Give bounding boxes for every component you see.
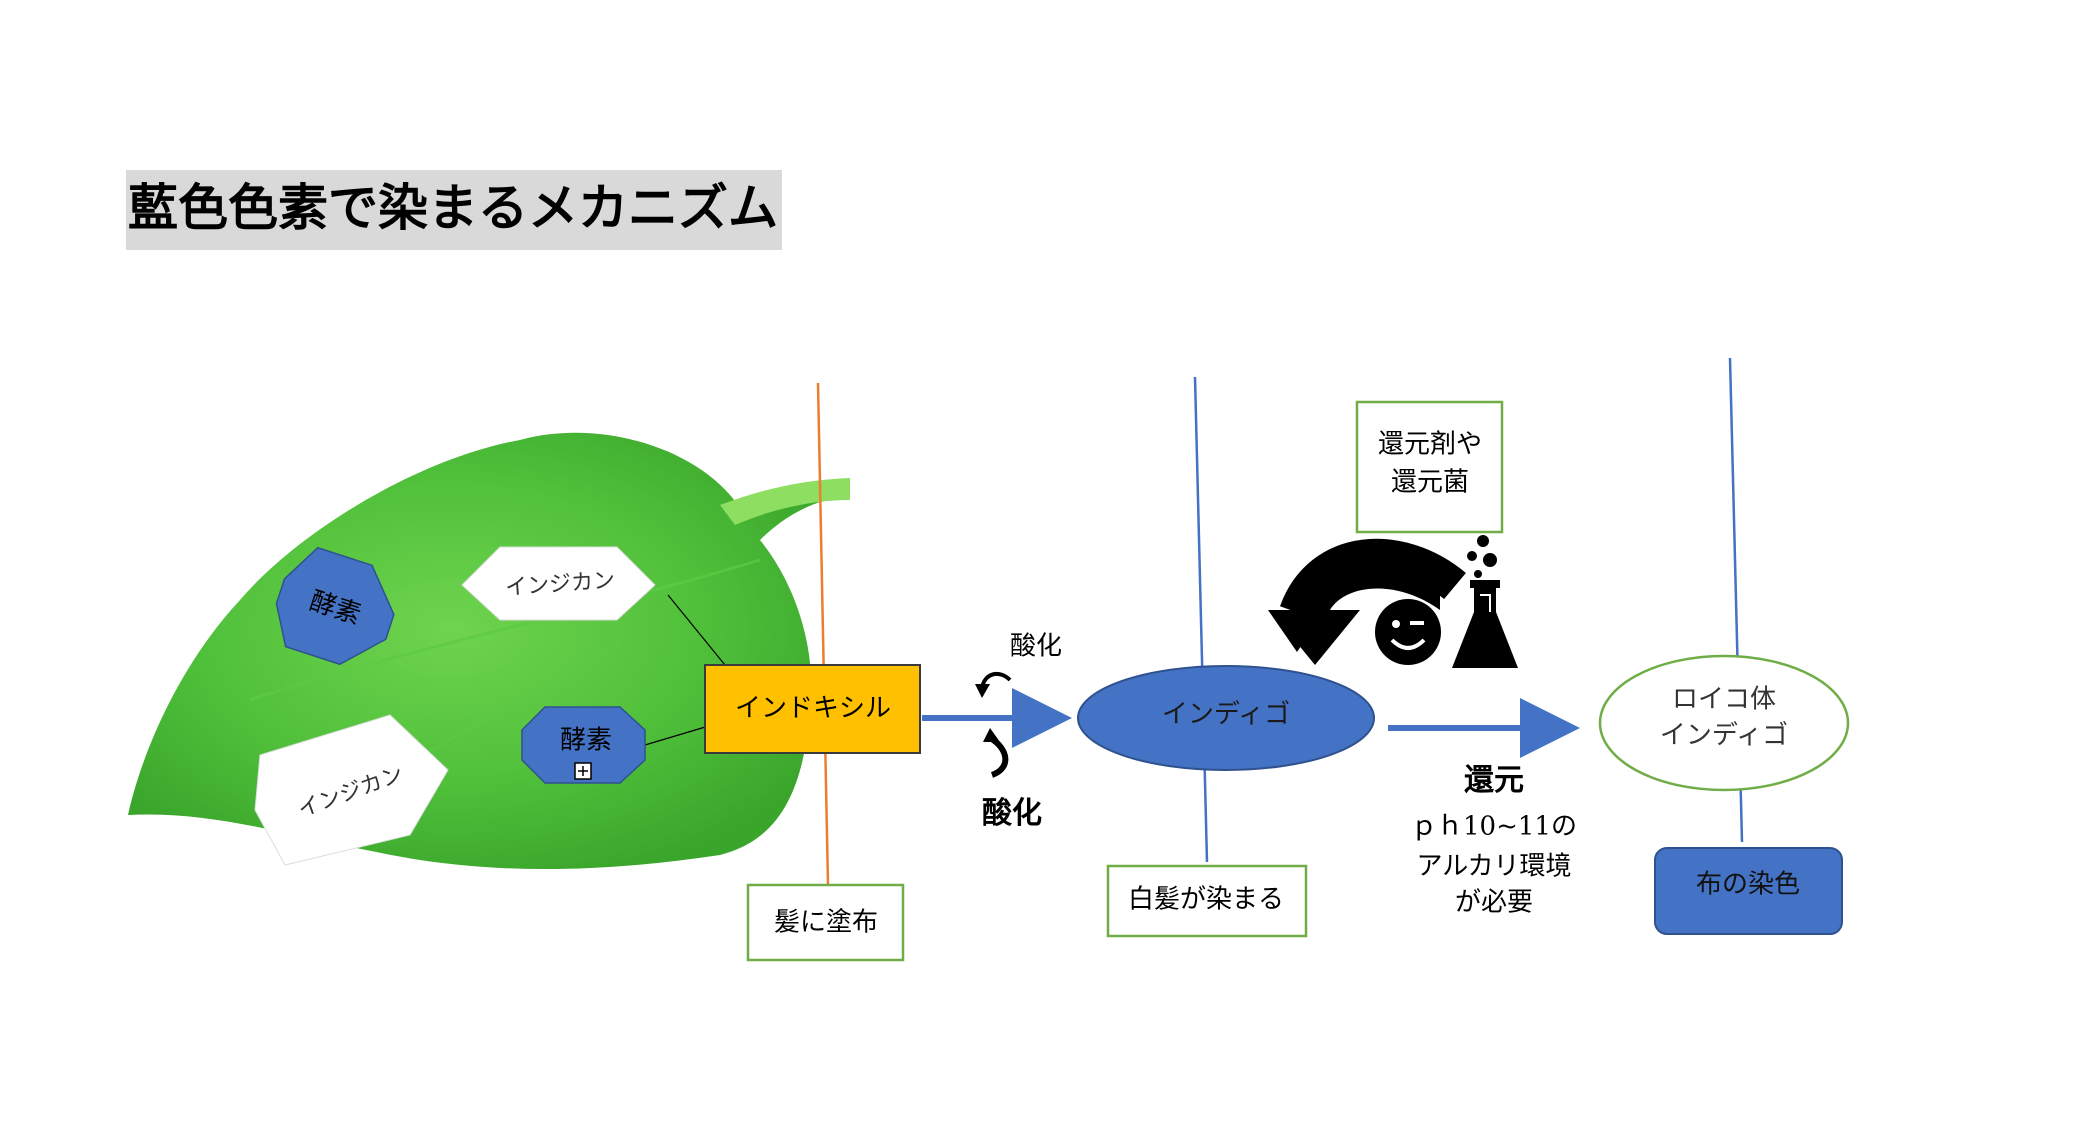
flask-icon [1452,535,1518,668]
wink-face-icon [1375,599,1441,665]
condition-label-3: が必要 [1454,887,1534,918]
hair-apply-label: 髪に塗布 [773,907,879,938]
leaf-image [128,432,850,870]
indigo-label: インディゴ [1161,699,1291,730]
curved-arrow-icon [1270,561,1440,665]
reducing-agent-label-1: 還元剤や [1377,429,1483,460]
reducing-agent-box [1355,400,1504,534]
cloth-dye-label: 布の染色 [1695,869,1801,900]
enzyme-bottom-shape [521,706,646,784]
cloth-dye-box [1654,847,1843,935]
indoxyl-label: インドキシル [734,693,892,724]
condition-label-2: アルカリ環境 [1416,851,1572,882]
curved-arrow-large-icon [988,735,1009,778]
connector-line-enzyme [644,724,713,746]
hair-apply-box [746,883,905,962]
white-hair-label: 白髪が染まる [1127,884,1285,915]
leuco-label-1: ロイコ体 [1671,684,1777,715]
oxidation-bold-label: 酸化 [982,796,1042,831]
indigo-ellipse [1077,665,1375,771]
blue-divider-line-1 [1193,376,1209,863]
enzyme-top-shape [275,546,395,666]
indoxyl-box [704,664,921,754]
leuco-label-2: インディゴ [1659,720,1789,751]
page-title: 藍色色素で染まるメカニズム [128,178,778,237]
reducing-agent-label-2: 還元菌 [1390,467,1470,498]
leuco-indigo-ellipse [1598,654,1850,792]
condition-label-1: ｐｈ10~11の [1411,811,1577,842]
oxidation-small-label: 酸化 [1009,631,1063,662]
white-hair-box [1106,864,1308,938]
indican-bottom-shape [254,714,449,866]
enzyme-bottom-label: 酵素 [559,725,613,756]
connector-line-indican [667,594,726,666]
orange-divider-line [816,382,830,886]
indican-top-shape [461,546,656,621]
title-background [126,170,782,250]
reduction-label: 還元 [1464,763,1524,798]
